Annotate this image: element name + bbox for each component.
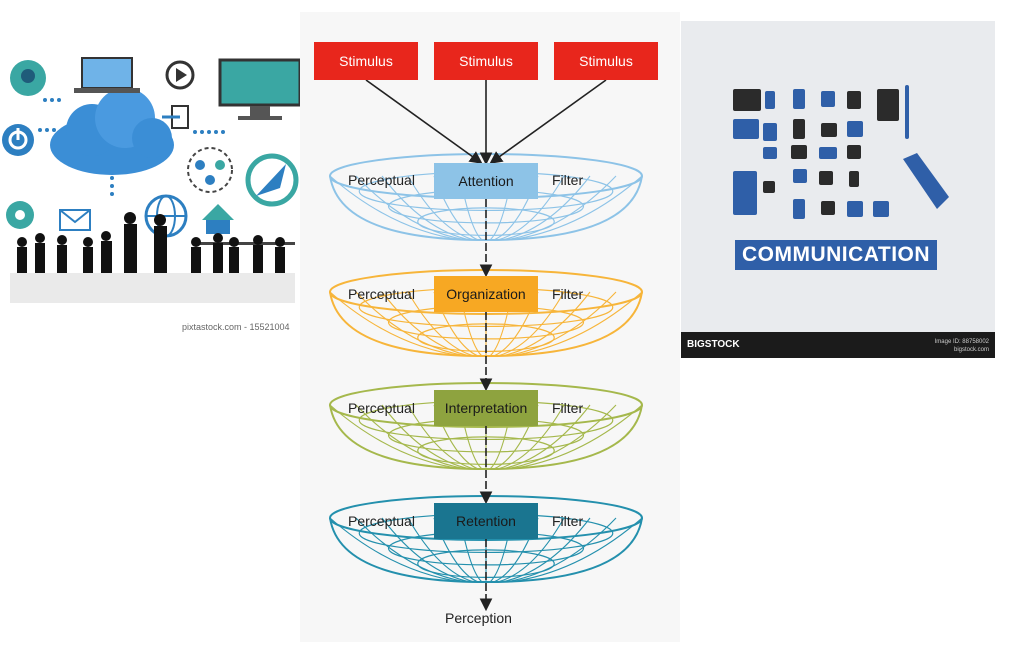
communication-image: COMMUNICATION BIGSTOCK Image ID: 8875800… (681, 21, 995, 358)
stock-logo: BIGSTOCK (687, 339, 740, 350)
connector-dots (38, 98, 225, 196)
settings-gear-icon (6, 201, 34, 229)
location-pin-icon (10, 60, 46, 96)
stock-footer-bar: BIGSTOCK Image ID: 88758002 bigstock.com (681, 332, 995, 358)
stage-left-label: Perceptual (348, 172, 415, 188)
smartphone-icon (877, 89, 899, 121)
stock-site-text: bigstock.com (953, 347, 989, 353)
refresh-icon (763, 147, 777, 159)
chat-icon (821, 91, 835, 107)
mail-icon (819, 147, 837, 159)
phone-icon (765, 91, 775, 109)
stage-left-label: Perceptual (348, 400, 415, 416)
stage-interpretation: Interpretation (434, 390, 538, 426)
stage-retention: Retention (434, 503, 538, 539)
computer-icon (733, 89, 761, 111)
antenna-icon (905, 85, 909, 139)
stock-image-info: Image ID: 88758002 bigstock.com (935, 338, 989, 354)
stimulus-box-1: Stimulus (314, 42, 418, 80)
phone-icon (793, 119, 805, 139)
stimulus-box-2: Stimulus (434, 42, 538, 80)
monitor-icon (218, 58, 302, 120)
cursor-icon (793, 169, 807, 183)
stage-left-label: Perceptual (348, 286, 415, 302)
business-cloud-illustration (2, 57, 302, 303)
stimulus-box-3: Stimulus (554, 42, 658, 80)
business-people-silhouettes (17, 212, 285, 273)
users-icon (791, 145, 807, 159)
mobile-phone-icon (733, 171, 757, 215)
play-icon (165, 60, 195, 90)
speech-bubble-icon (821, 123, 837, 137)
phone-icon (847, 91, 861, 109)
cloud-icon (50, 88, 174, 175)
stage-right-label: Filter (552, 400, 584, 416)
arrow-left-icon (763, 181, 775, 193)
communication-banner: COMMUNICATION (735, 240, 937, 270)
stage-right-label: Filter (552, 513, 584, 529)
mobile-icon (763, 123, 777, 141)
house-icon (202, 204, 234, 234)
stage-organization: Organization (434, 276, 538, 312)
diagram-lines (329, 79, 643, 612)
fax-icon (873, 201, 889, 217)
people-network-icon (187, 147, 233, 193)
phone-icon (849, 171, 859, 187)
stage-right-label: Filter (552, 286, 584, 302)
login-icon (162, 105, 189, 129)
forward-icon (821, 201, 835, 215)
laptop-icon (733, 119, 759, 139)
email-icon (59, 209, 91, 231)
perception-output-label: Perception (445, 610, 512, 626)
stage-attention: Attention (434, 163, 538, 199)
business-cloud-image: pixtastock.com - 15521004 (0, 30, 305, 340)
globe-icon (847, 145, 861, 159)
rocket-icon (245, 153, 299, 207)
communication-icon-grid (733, 85, 949, 219)
laptop-icon (74, 57, 140, 93)
stage-left-label: Perceptual (348, 513, 415, 529)
mobile-icon (793, 89, 805, 109)
stage-right-label: Filter (552, 172, 584, 188)
stimulus-arrow (489, 79, 607, 164)
image-credit: pixtastock.com - 15521004 (182, 322, 290, 332)
transfer-icon (847, 121, 863, 137)
image-id-text: Image ID: 88758002 (934, 339, 989, 345)
mobile-icon (793, 199, 805, 219)
power-icon (2, 124, 34, 156)
refresh-icon (847, 201, 863, 217)
telephone-handset-icon (903, 153, 949, 209)
perception-process-diagram: Stimulus Stimulus Stimulus Perceptual At… (300, 12, 680, 642)
stimulus-arrow (365, 79, 483, 164)
computer-icon (819, 171, 833, 185)
